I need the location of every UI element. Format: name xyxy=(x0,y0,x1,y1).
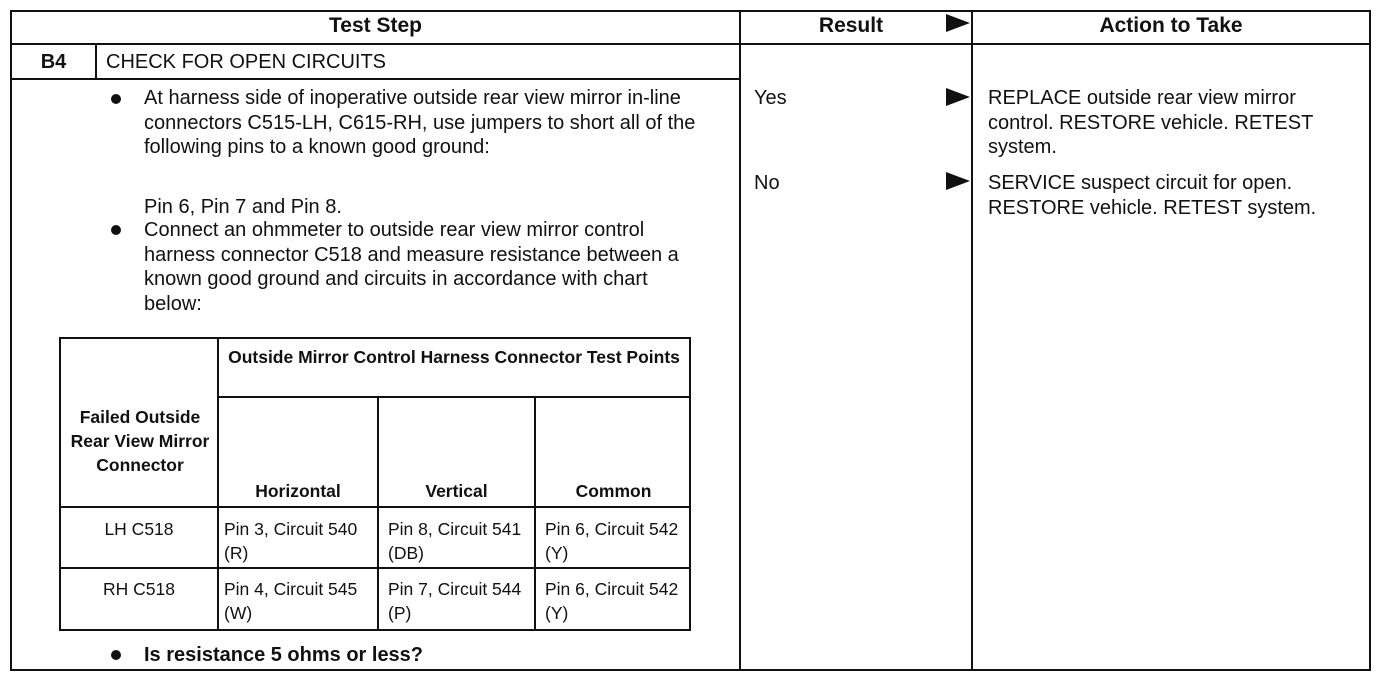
result-no-arrow-icon xyxy=(946,172,970,190)
chart-failed-header: Failed Outside Rear View Mirror Connecto… xyxy=(70,407,210,475)
chart-row-connector: LH C518 xyxy=(104,519,174,539)
divider-action xyxy=(971,10,973,671)
chart-cell: Pin 6, Circuit 542 (Y) xyxy=(545,579,679,623)
frame-left xyxy=(10,10,12,671)
chart-cell: Pin 3, Circuit 540 (R) xyxy=(224,519,358,563)
step-question: Is resistance 5 ohms or less? xyxy=(144,644,424,666)
chart-group-header: Outside Mirror Control Harness Connector… xyxy=(228,347,680,367)
result-yes-arrow-icon xyxy=(946,88,970,106)
header-action: Action to Take xyxy=(1099,14,1243,37)
step-id-divider xyxy=(95,43,97,80)
result-yes: Yes xyxy=(754,87,787,109)
resistance-chart xyxy=(59,337,691,631)
chart-row-connector: RH C518 xyxy=(103,579,175,599)
bullet-icon xyxy=(111,650,121,660)
header-underline xyxy=(10,43,1371,45)
header-test-step: Test Step xyxy=(329,14,422,37)
chart-cell: Pin 6, Circuit 542 (Y) xyxy=(545,519,679,563)
frame-bottom xyxy=(10,669,1371,671)
step-title-underline xyxy=(10,78,741,80)
header-arrow-icon xyxy=(946,14,970,32)
pins-list: Pin 6, Pin 7 and Pin 8. xyxy=(144,196,342,218)
chart-cell: Pin 4, Circuit 545 (W) xyxy=(224,579,358,623)
header-result: Result xyxy=(818,14,884,37)
divider-result xyxy=(739,10,741,671)
chart-col-line-1 xyxy=(217,337,219,631)
chart-col-line-2 xyxy=(377,397,379,631)
frame-top xyxy=(10,10,1371,12)
bullet-icon xyxy=(111,225,121,235)
chart-cell: Pin 7, Circuit 544 (P) xyxy=(388,579,522,623)
chart-group-underline xyxy=(217,396,691,398)
chart-header-underline xyxy=(59,506,691,508)
result-no: No xyxy=(754,172,780,194)
frame-right xyxy=(1369,10,1371,671)
instruction-shorting: At harness side of inoperative outside r… xyxy=(144,87,696,158)
action-yes: REPLACE outside rear view mirror control… xyxy=(988,87,1313,158)
chart-row-line xyxy=(59,567,691,569)
action-no: SERVICE suspect circuit for open. RESTOR… xyxy=(988,172,1317,219)
step-title: CHECK FOR OPEN CIRCUITS xyxy=(106,51,387,73)
chart-col-common: Common xyxy=(575,481,652,501)
chart-col-line-3 xyxy=(534,397,536,631)
chart-col-horizontal: Horizontal xyxy=(255,481,341,501)
bullet-icon xyxy=(111,94,121,104)
instruction-ohmmeter: Connect an ohmmeter to outside rear view… xyxy=(144,219,679,315)
chart-col-vertical: Vertical xyxy=(425,481,488,501)
chart-cell: Pin 8, Circuit 541 (DB) xyxy=(388,519,522,563)
step-id: B4 xyxy=(40,51,67,73)
